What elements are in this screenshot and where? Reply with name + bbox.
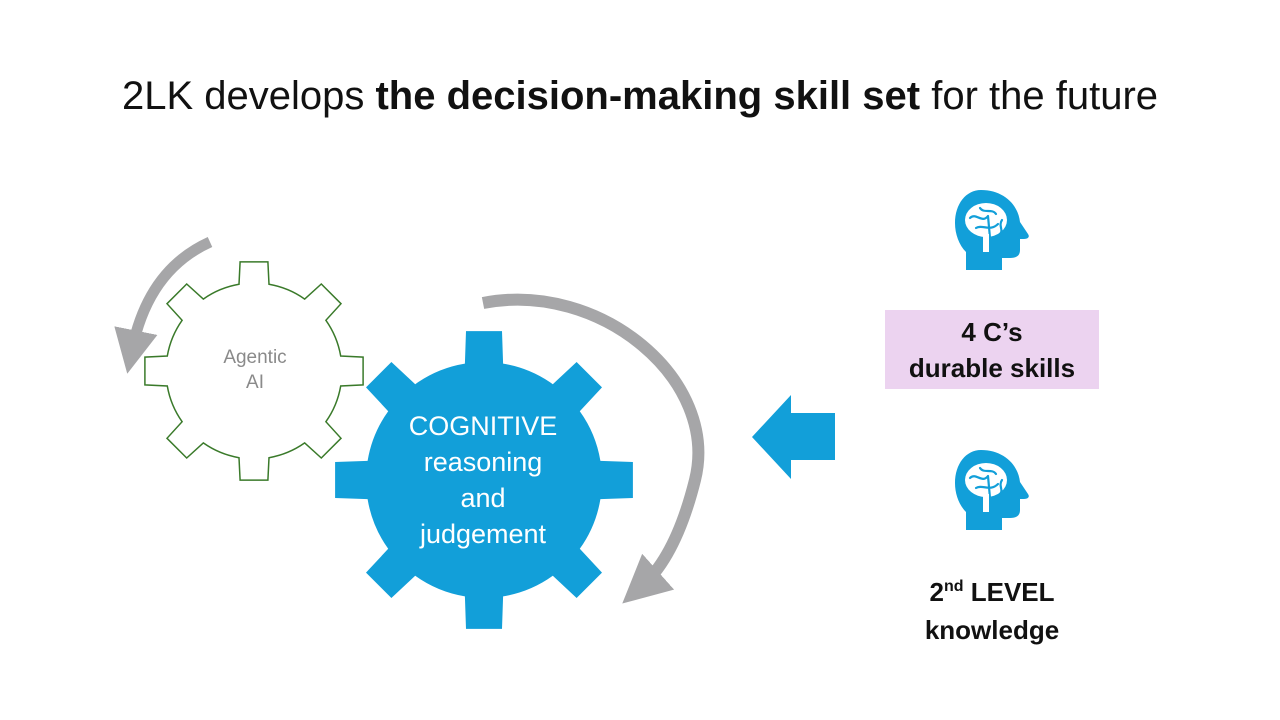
agentic-label-line2: AI — [246, 372, 264, 393]
skills-line1: 4 C’s — [961, 317, 1023, 347]
agentic-label-line1: Agentic — [223, 347, 287, 368]
cognitive-line4: judgement — [419, 519, 547, 549]
level-sup: nd — [943, 578, 964, 595]
cognitive-line3: and — [460, 483, 506, 513]
title-suffix: for the future — [920, 74, 1159, 118]
level-num: 2 — [929, 577, 944, 607]
cognitive-label: COGNITIVE reasoning and judgement — [383, 408, 583, 552]
durable-skills-box: 4 C’s durable skills — [885, 310, 1099, 389]
level-rest: LEVEL — [963, 577, 1055, 607]
skills-line2: durable skills — [908, 353, 1076, 383]
cognitive-line2: reasoning — [423, 447, 543, 477]
agentic-ai-gear — [144, 261, 364, 481]
cognitive-gear — [335, 331, 633, 629]
level-line2: knowledge — [924, 615, 1060, 645]
agentic-ai-label: Agentic AI — [215, 345, 295, 395]
second-level-knowledge-label: 2nd LEVEL knowledge — [880, 573, 1104, 649]
head-brain-icon — [955, 190, 1029, 270]
large-circular-arrow-icon — [481, 293, 705, 604]
left-arrow-icon — [752, 395, 835, 479]
slide-title: 2LK develops the decision-making skill s… — [0, 74, 1280, 119]
cognitive-line1: COGNITIVE — [408, 411, 558, 441]
small-circular-arrow-icon — [114, 236, 213, 374]
head-brain-icon — [955, 450, 1029, 530]
level-line1: 2nd LEVEL — [880, 573, 1104, 611]
title-bold: the decision-making skill set — [375, 74, 921, 118]
title-prefix: 2LK develops — [121, 74, 376, 118]
